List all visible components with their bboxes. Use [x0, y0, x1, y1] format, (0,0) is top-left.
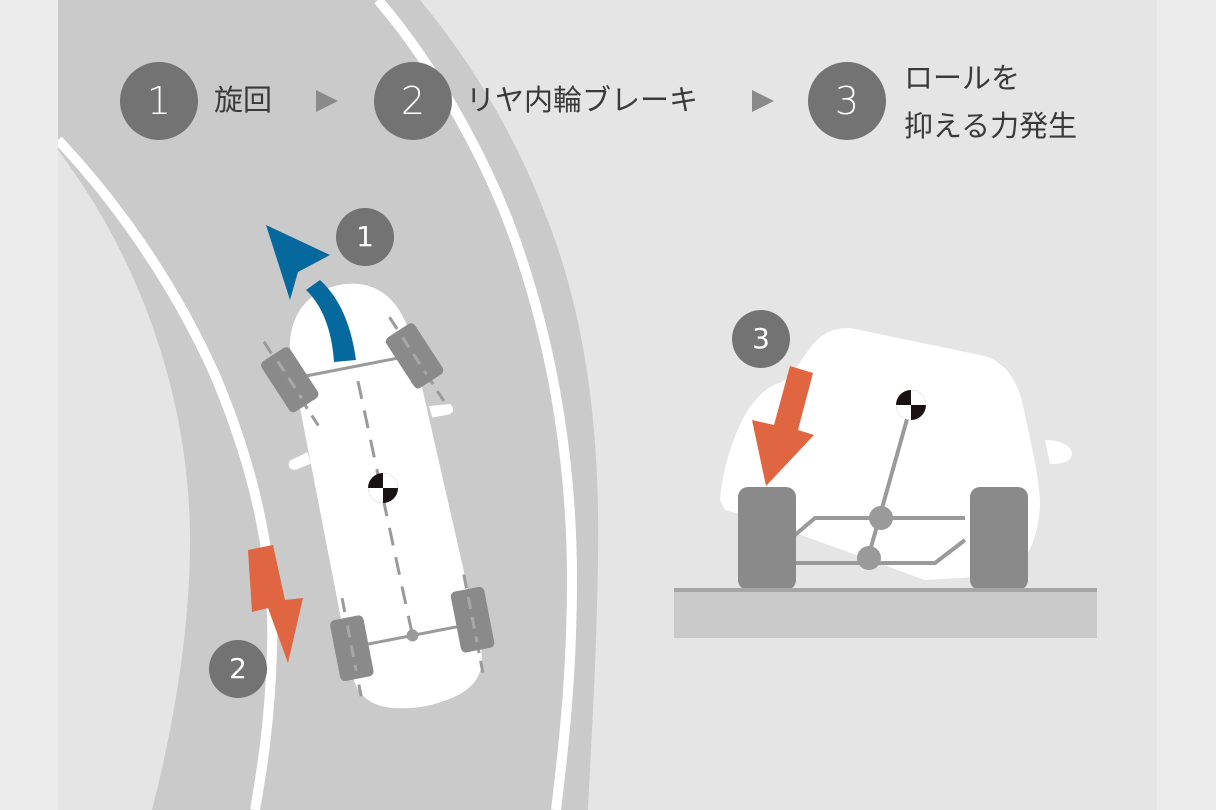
rear-view-car [674, 328, 1097, 638]
badge-2: 2 [209, 640, 267, 698]
step-2-circle: 2 [374, 62, 452, 140]
step-3-label-line2: 抑える力発生 [904, 109, 1078, 143]
down-arrow-icon [752, 366, 814, 486]
step-1-circle: 1 [120, 62, 198, 140]
step-1-label: 旋回 [214, 83, 273, 117]
step-3-label-line1: ロールを [904, 61, 1021, 95]
badge-1: 1 [336, 208, 394, 266]
center-of-gravity-icon [368, 473, 398, 503]
triangle-right-icon [316, 90, 338, 112]
right-margin [1157, 0, 1216, 810]
curved-arrow-icon [266, 225, 356, 362]
step-2-label: リヤ内輪ブレーキ [466, 83, 699, 117]
diagram-illustration [58, 0, 1097, 810]
left-margin [0, 0, 58, 810]
center-of-gravity-icon [896, 390, 926, 420]
down-arrow-icon [248, 545, 303, 663]
step-3-circle: 3 [808, 62, 886, 140]
badge-3: 3 [732, 310, 790, 368]
triangle-right-icon [752, 90, 774, 112]
